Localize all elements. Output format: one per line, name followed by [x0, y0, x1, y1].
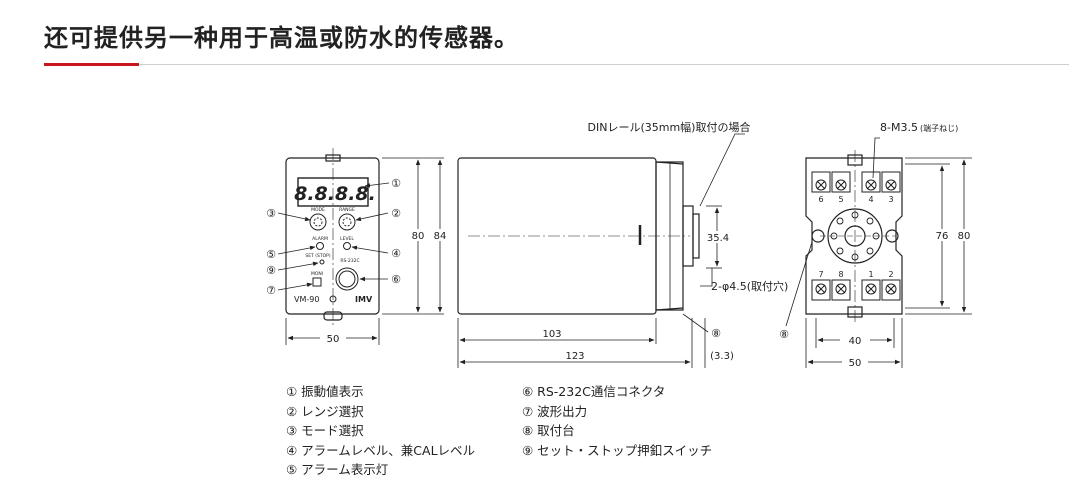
display-digits: 8.8.8.8. — [294, 183, 376, 205]
octal-socket — [827, 208, 883, 264]
callout-3: ③ — [266, 207, 276, 220]
rs232c-connector — [335, 267, 359, 291]
set-stop-button — [319, 259, 325, 265]
panel-screw — [329, 295, 337, 303]
terminal-screw-note-sub: (端子ねじ) — [920, 123, 958, 133]
brand-label: IMV — [355, 295, 373, 304]
depth-123-dim: 123 — [565, 351, 584, 362]
moni-label: MONI — [311, 271, 323, 277]
title-divider — [44, 64, 1069, 65]
callout-4: ④ — [391, 247, 401, 260]
front-bottom-tab — [323, 311, 343, 321]
mode-label: MODE — [311, 207, 325, 213]
mount-hole-note: 2-φ4.5(取付穴) — [711, 279, 788, 293]
terminal-screws — [811, 171, 901, 301]
screw-leader — [872, 137, 880, 179]
base-mount-hole-left — [811, 229, 825, 243]
callout-2: ② — [391, 207, 401, 220]
din-height-dim: 35.4 — [707, 233, 729, 244]
legend-item: ⑨ セット・ストップ押釦スイッチ — [522, 442, 713, 458]
socket-pins — [830, 211, 880, 261]
depth-103-dim: 103 — [542, 329, 561, 340]
din-leader — [699, 133, 745, 207]
legend-item: ③ モード選択 — [286, 423, 364, 438]
base-width-50-dim: 50 — [849, 358, 862, 369]
callout-7: ⑦ — [266, 284, 276, 297]
alarm-label: ALARM — [312, 236, 328, 242]
terminal-label-3: 3 — [888, 195, 893, 204]
callout-9: ⑨ — [266, 264, 276, 277]
base-view — [805, 150, 903, 322]
legend-left: ① 振動値表示 ② レンジ選択 ③ モード選択 ④ アラームレベル、兼CALレベ… — [286, 382, 475, 480]
terminal-label-7: 7 — [818, 270, 823, 279]
base-outline — [805, 157, 903, 315]
side-view — [457, 157, 700, 315]
moni-jack — [312, 277, 322, 287]
terminal-label-5: 5 — [838, 195, 843, 204]
title-accent-bar — [44, 63, 139, 66]
front-top-tab — [325, 154, 341, 162]
front-height-80-dim: 80 — [412, 231, 425, 242]
terminal-label-1: 1 — [868, 270, 873, 279]
legend-item: ⑤ アラーム表示灯 — [286, 462, 389, 477]
rs232c-label: RS-232C — [340, 258, 359, 264]
terminal-screw-note: 8-M3.5 — [880, 121, 918, 134]
base-mount-hole-right — [885, 229, 899, 243]
legend-item: ⑧ 取付台 — [522, 423, 575, 438]
legend-item: ④ アラームレベル、兼CALレベル — [286, 442, 476, 458]
legend-right: ⑥ RS-232C通信コネクタ ⑦ 波形出力 ⑧ 取付台 ⑨ セット・ストップ押… — [522, 382, 712, 460]
front-height-84-dim: 84 — [434, 231, 447, 242]
front-width-dim: 50 — [327, 334, 340, 345]
terminal-label-2: 2 — [888, 270, 893, 279]
model-label: VM-90 — [294, 295, 319, 304]
mode-knob — [309, 213, 327, 231]
front-panel-outline — [285, 157, 380, 315]
callout-1: ① — [391, 177, 401, 190]
level-trimmer — [343, 242, 351, 250]
base-callout-8: ⑧ — [779, 328, 789, 341]
level-label: LEVEL — [340, 236, 354, 242]
clip-offset-dim: (3.3) — [710, 351, 734, 362]
terminal-label-8: 8 — [838, 270, 843, 279]
terminal-label-4: 4 — [868, 195, 873, 204]
set-stop-label: SET (STOP) — [305, 253, 330, 259]
range-label: RANGE — [339, 207, 355, 213]
side-callout-8: ⑧ — [711, 327, 721, 340]
alarm-lamp — [316, 242, 324, 250]
range-knob — [338, 213, 356, 231]
front-view — [285, 148, 380, 326]
base-height-80-dim: 80 — [958, 231, 971, 242]
page-title: 还可提供另一种用于高温或防水的传感器。 — [44, 24, 519, 52]
callout-5: ⑤ — [266, 248, 276, 261]
base-height-76-dim: 76 — [936, 231, 949, 242]
base-width-40-dim: 40 — [849, 336, 862, 347]
legend-item: ② レンジ選択 — [286, 403, 364, 419]
legend-item: ⑥ RS-232C通信コネクタ — [522, 384, 666, 399]
callout-6: ⑥ — [391, 273, 401, 286]
digital-display — [297, 177, 369, 207]
legend-item: ① 振動値表示 — [286, 384, 364, 399]
terminal-label-6: 6 — [818, 195, 823, 204]
din-rail-note: DINレール(35mm幅)取付の場合 — [588, 120, 751, 134]
legend-item: ⑦ 波形出力 — [522, 403, 588, 419]
